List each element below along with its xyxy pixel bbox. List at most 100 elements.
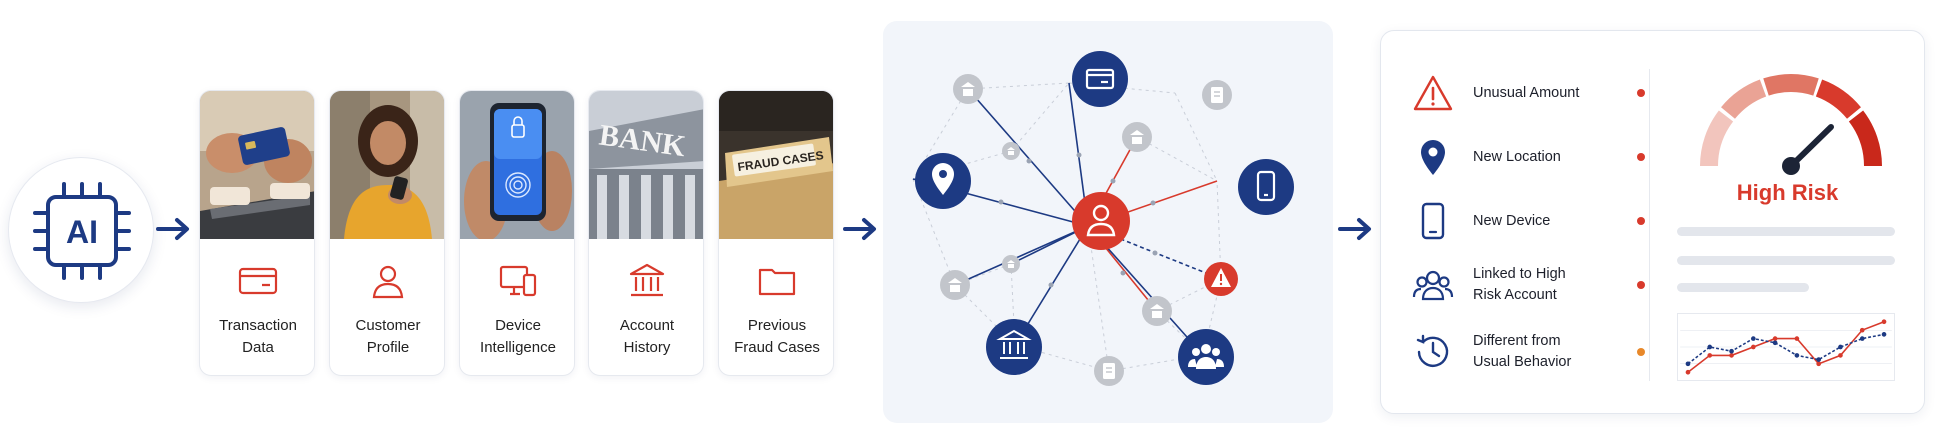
- source-label: Account History: [619, 317, 675, 356]
- source-card-transaction: Transaction Data: [199, 90, 315, 376]
- status-dot: [1637, 217, 1645, 225]
- devices-icon: [499, 265, 537, 297]
- ai-label: AI: [66, 214, 98, 250]
- risk-level-label: High Risk: [1736, 180, 1839, 205]
- trend-point: [1772, 340, 1778, 346]
- bank-icon: [1150, 304, 1164, 318]
- trend-chart: [1677, 313, 1895, 381]
- clock-history-icon: [1416, 334, 1449, 367]
- bank-icon: [629, 263, 665, 297]
- status-dot: [1637, 281, 1645, 289]
- trend-line: [1687, 333, 1885, 365]
- document-icon: [1211, 87, 1223, 103]
- source-label: Previous Fraud Cases: [734, 317, 820, 356]
- network-node-grey: [1094, 356, 1124, 386]
- status-dot: [1637, 153, 1645, 161]
- location-pin-icon: [932, 163, 954, 195]
- risk-gauge: [1700, 74, 1882, 175]
- flow-arrow-1: [156, 218, 189, 240]
- trend-point: [1794, 353, 1800, 358]
- network-node-grey: [1202, 80, 1232, 110]
- network-graph: [912, 51, 1294, 386]
- network-node-bank: [986, 319, 1042, 375]
- photo-fraud-folder: FRAUD CASES: [719, 91, 833, 239]
- group-icon: [1412, 270, 1454, 301]
- risk-factor-new-location: New Location: [1411, 135, 1645, 183]
- trend-point: [1707, 344, 1713, 350]
- smartphone-icon: [1256, 170, 1276, 202]
- risk-factor-linked-account: Linked to High Risk Account: [1411, 263, 1645, 311]
- chip-icon: AI: [33, 182, 131, 280]
- credit-card-icon: [238, 267, 278, 295]
- trend-point: [1838, 344, 1843, 350]
- trend-point: [1838, 353, 1843, 358]
- trend-point: [1685, 369, 1691, 375]
- trend-point: [1707, 353, 1713, 358]
- status-dot: [1637, 348, 1645, 356]
- network-node-grey: [953, 74, 983, 104]
- network-node-warning: [1204, 262, 1238, 296]
- source-card-customer: Customer Profile: [329, 90, 445, 376]
- network-node-grey: [940, 270, 970, 300]
- document-icon: [1103, 363, 1115, 379]
- source-label: Transaction Data: [219, 317, 297, 356]
- source-card-account: BANK Account History: [588, 90, 704, 376]
- bank-icon: [948, 278, 962, 292]
- network-node-card: [1072, 51, 1128, 107]
- bank-icon: [961, 82, 975, 96]
- trend-point: [1794, 336, 1800, 341]
- network-node-location: [915, 153, 971, 209]
- trend-point: [1750, 336, 1756, 341]
- bank-icon: [1007, 260, 1015, 268]
- photo-phone-fingerprint: [460, 91, 574, 239]
- trend-point: [1859, 336, 1865, 341]
- trend-point: [1772, 336, 1778, 341]
- risk-factor-label: Different from Usual Behavior: [1473, 333, 1572, 370]
- bank-icon: [996, 329, 1032, 359]
- trend-point: [1685, 361, 1691, 367]
- trend-point: [1816, 361, 1822, 367]
- network-center-node: [1072, 192, 1130, 250]
- source-card-fraud: FRAUD CASES Previous Fraud Cases: [718, 90, 834, 376]
- network-node-device: [1238, 159, 1294, 215]
- risk-factor-label: Unusual Amount: [1473, 84, 1580, 101]
- network-node-grey: [1002, 142, 1020, 160]
- network-node-group: [1178, 329, 1234, 385]
- trend-point: [1816, 357, 1822, 362]
- risk-factor-label: Linked to High Risk Account: [1473, 266, 1566, 303]
- bank-icon: [1130, 130, 1144, 144]
- trend-point: [1729, 353, 1734, 358]
- photo-woman-with-phone: [330, 91, 444, 239]
- panel-divider: [1649, 69, 1650, 381]
- trend-point: [1750, 344, 1756, 350]
- group-icon: [1188, 344, 1224, 369]
- gauge-needle: [1782, 124, 1834, 175]
- flow-arrow-2: [843, 218, 876, 240]
- ai-badge: AI: [8, 157, 154, 303]
- placeholder-line: [1677, 227, 1895, 236]
- risk-factor-behavior: Different from Usual Behavior: [1411, 330, 1645, 378]
- bank-icon: [1007, 147, 1015, 155]
- warning-icon: [1413, 75, 1453, 111]
- credit-card-icon: [1085, 68, 1115, 90]
- network-node-grey: [1142, 296, 1172, 326]
- network-node-grey: [1122, 122, 1152, 152]
- network-node-grey: [1002, 255, 1020, 273]
- photo-bank-building: BANK: [589, 91, 703, 239]
- trend-point: [1881, 332, 1887, 337]
- trend-point: [1729, 348, 1734, 354]
- network-graph-panel: [883, 21, 1333, 423]
- trend-point: [1881, 319, 1887, 325]
- warning-icon: [1211, 268, 1231, 287]
- status-dot: [1637, 89, 1645, 97]
- flow-arrow-3: [1338, 218, 1371, 240]
- source-label: Device Intelligence: [480, 317, 556, 356]
- user-icon: [372, 265, 404, 299]
- risk-factor-new-device: New Device: [1411, 199, 1645, 247]
- trend-point: [1859, 327, 1865, 333]
- risk-factor-unusual-amount: Unusual Amount: [1411, 71, 1645, 119]
- risk-factor-label: New Location: [1473, 148, 1561, 165]
- source-label: Customer Profile: [355, 317, 421, 356]
- risk-factor-label: New Device: [1473, 212, 1551, 229]
- folder-icon: [758, 268, 796, 296]
